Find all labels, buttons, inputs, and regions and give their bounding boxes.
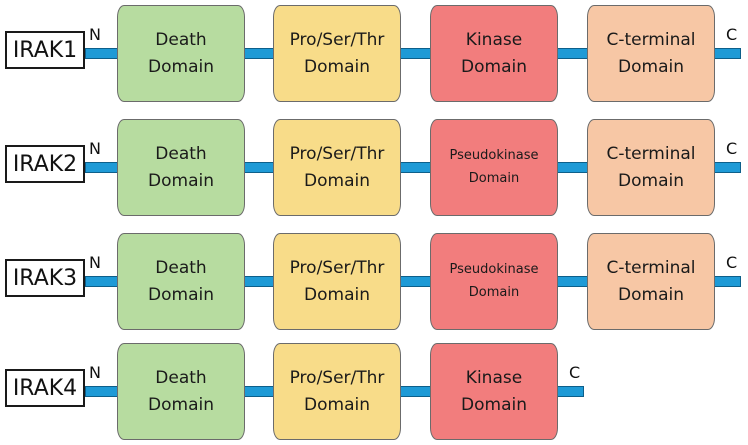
n-terminus-label: N: [89, 363, 101, 382]
protein-name-label: IRAK4: [5, 369, 85, 407]
protein-backbone: [85, 276, 741, 287]
c-terminus-label: C: [569, 363, 581, 382]
pseudokinase-domain: Pseudokinase Domain: [430, 119, 558, 216]
n-terminus-label: N: [89, 253, 101, 272]
kinase-domain: Kinase Domain: [430, 5, 558, 102]
n-terminus-label: N: [89, 139, 101, 158]
death-domain: Death Domain: [117, 119, 245, 216]
c-terminal-domain: C-terminal Domain: [587, 5, 715, 102]
protein-backbone: [85, 48, 741, 59]
kinase-domain: Kinase Domain: [430, 343, 558, 440]
death-domain: Death Domain: [117, 233, 245, 330]
protein-backbone: [85, 162, 741, 173]
death-domain: Death Domain: [117, 343, 245, 440]
pseudokinase-domain: Pseudokinase Domain: [430, 233, 558, 330]
protein-name-label: IRAK1: [5, 31, 85, 69]
c-terminal-domain: C-terminal Domain: [587, 233, 715, 330]
death-domain: Death Domain: [117, 5, 245, 102]
protein-name-label: IRAK2: [5, 145, 85, 183]
pro-ser-thr-domain: Pro/Ser/Thr Domain: [273, 119, 401, 216]
c-terminus-label: C: [726, 253, 738, 272]
c-terminal-domain: C-terminal Domain: [587, 119, 715, 216]
n-terminus-label: N: [89, 25, 101, 44]
pro-ser-thr-domain: Pro/Ser/Thr Domain: [273, 5, 401, 102]
c-terminus-label: C: [726, 25, 738, 44]
c-terminus-label: C: [726, 139, 738, 158]
protein-name-label: IRAK3: [5, 259, 85, 297]
pro-ser-thr-domain: Pro/Ser/Thr Domain: [273, 343, 401, 440]
pro-ser-thr-domain: Pro/Ser/Thr Domain: [273, 233, 401, 330]
